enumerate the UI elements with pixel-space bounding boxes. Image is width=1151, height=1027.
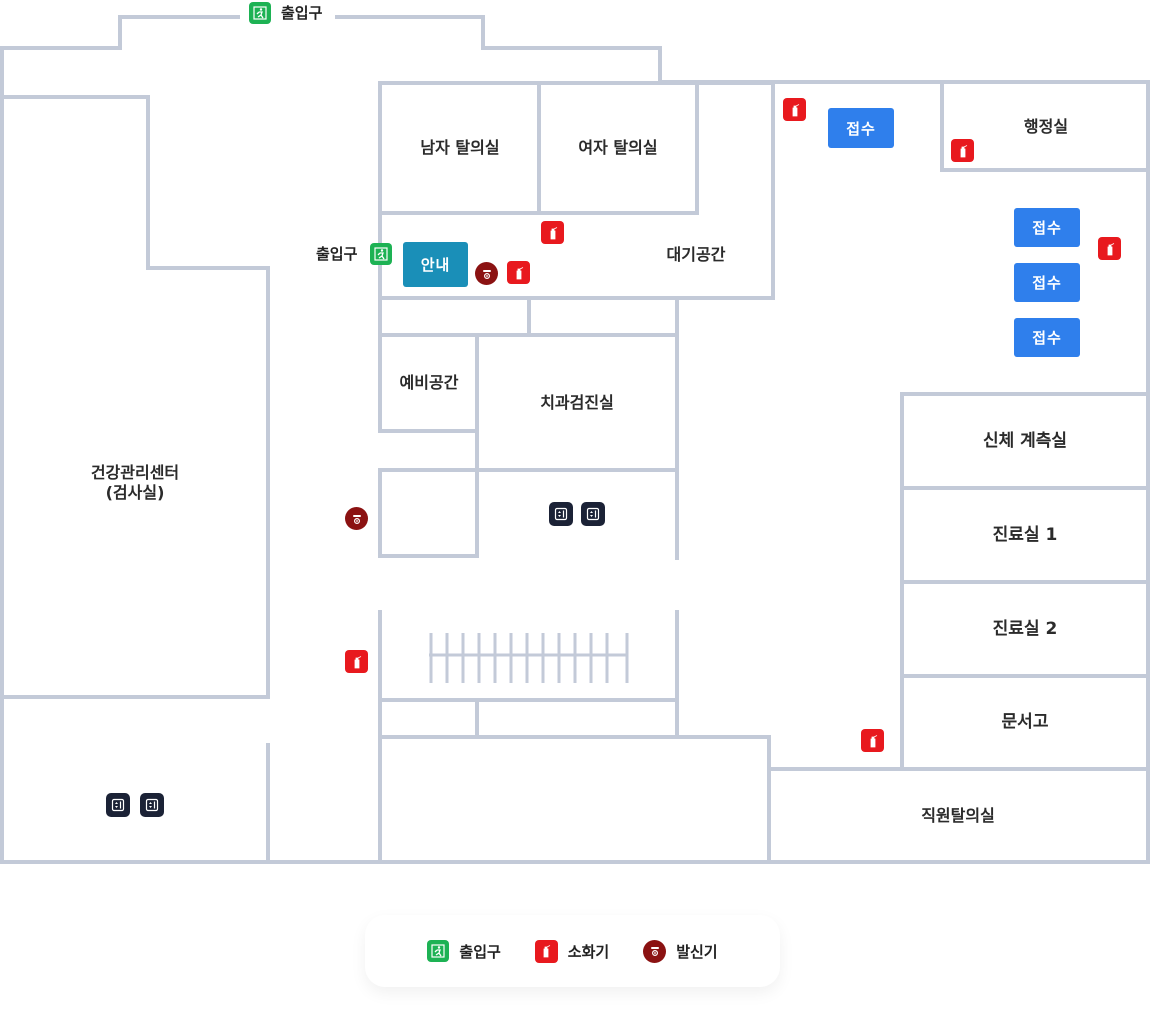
health-center-wall [0, 95, 270, 699]
exit-icon [427, 940, 450, 962]
room-men-locker: 남자 탈의실 [420, 138, 500, 157]
legend-label-alarm: 발신기 [676, 942, 718, 961]
exit-icon [370, 243, 392, 265]
room-health-center: 건강관리센터 (검사실) [90, 463, 180, 502]
room-spare: 예비공간 [399, 373, 459, 392]
elevator-small-room [378, 468, 479, 558]
reception-button-2[interactable]: 접수 [1014, 263, 1080, 302]
alarm-bell-icon [475, 262, 498, 285]
fire-extinguisher-icon [541, 221, 564, 244]
fire-extinguisher-icon [1098, 237, 1121, 260]
stairs [429, 633, 629, 683]
legend-item-exit: 출입구 [427, 940, 501, 962]
room-clinic-2: 진료실 2 [992, 619, 1058, 639]
alarm-bell-icon [643, 939, 667, 963]
reception-button-3[interactable]: 접수 [1014, 318, 1080, 357]
info-button[interactable]: 안내 [403, 242, 468, 287]
fire-extinguisher-icon [534, 939, 558, 963]
exit-icon [249, 2, 271, 24]
room-archive: 문서고 [1001, 712, 1049, 732]
reception-button-1[interactable]: 접수 [1014, 208, 1080, 247]
admin-room-wall [940, 80, 1150, 172]
outer-wall-top-right [335, 15, 662, 82]
room-clinic-1: 진료실 1 [992, 525, 1058, 545]
entrance-top-label: 출입구 [281, 4, 323, 22]
lower-room-wall [378, 735, 771, 864]
elevator-icon [581, 502, 605, 526]
room-admin: 행정실 [1023, 117, 1069, 136]
reception-button-top[interactable]: 접수 [828, 108, 894, 148]
legend-label-extinguisher: 소화기 [567, 942, 610, 961]
body-measure-room-wall [900, 392, 1150, 490]
map-legend: 출입구 소화기 발신기 [365, 915, 780, 987]
entrance-left-label: 출입구 [316, 245, 358, 263]
legend-label-exit: 출입구 [459, 942, 501, 961]
fire-extinguisher-icon [507, 261, 530, 284]
room-women-locker: 여자 탈의실 [578, 138, 658, 157]
room-body-measure: 신체 계측실 [982, 431, 1068, 451]
locker-divider-2 [378, 81, 699, 215]
room-dental: 치과검진실 [540, 393, 614, 412]
room-waiting: 대기공간 [666, 245, 726, 264]
fire-extinguisher-icon [861, 729, 884, 752]
fire-extinguisher-icon [783, 98, 806, 121]
fire-extinguisher-icon [345, 650, 368, 673]
room-staff-locker: 직원탈의실 [921, 806, 995, 825]
legend-item-extinguisher: 소화기 [534, 939, 610, 963]
elevator-icon [140, 793, 164, 817]
outer-wall-top [0, 15, 240, 99]
alarm-bell-icon [345, 507, 368, 530]
fire-extinguisher-icon [951, 139, 974, 162]
elevator-icon [549, 502, 573, 526]
legend-item-alarm: 발신기 [643, 939, 718, 963]
elevator-icon [106, 793, 130, 817]
